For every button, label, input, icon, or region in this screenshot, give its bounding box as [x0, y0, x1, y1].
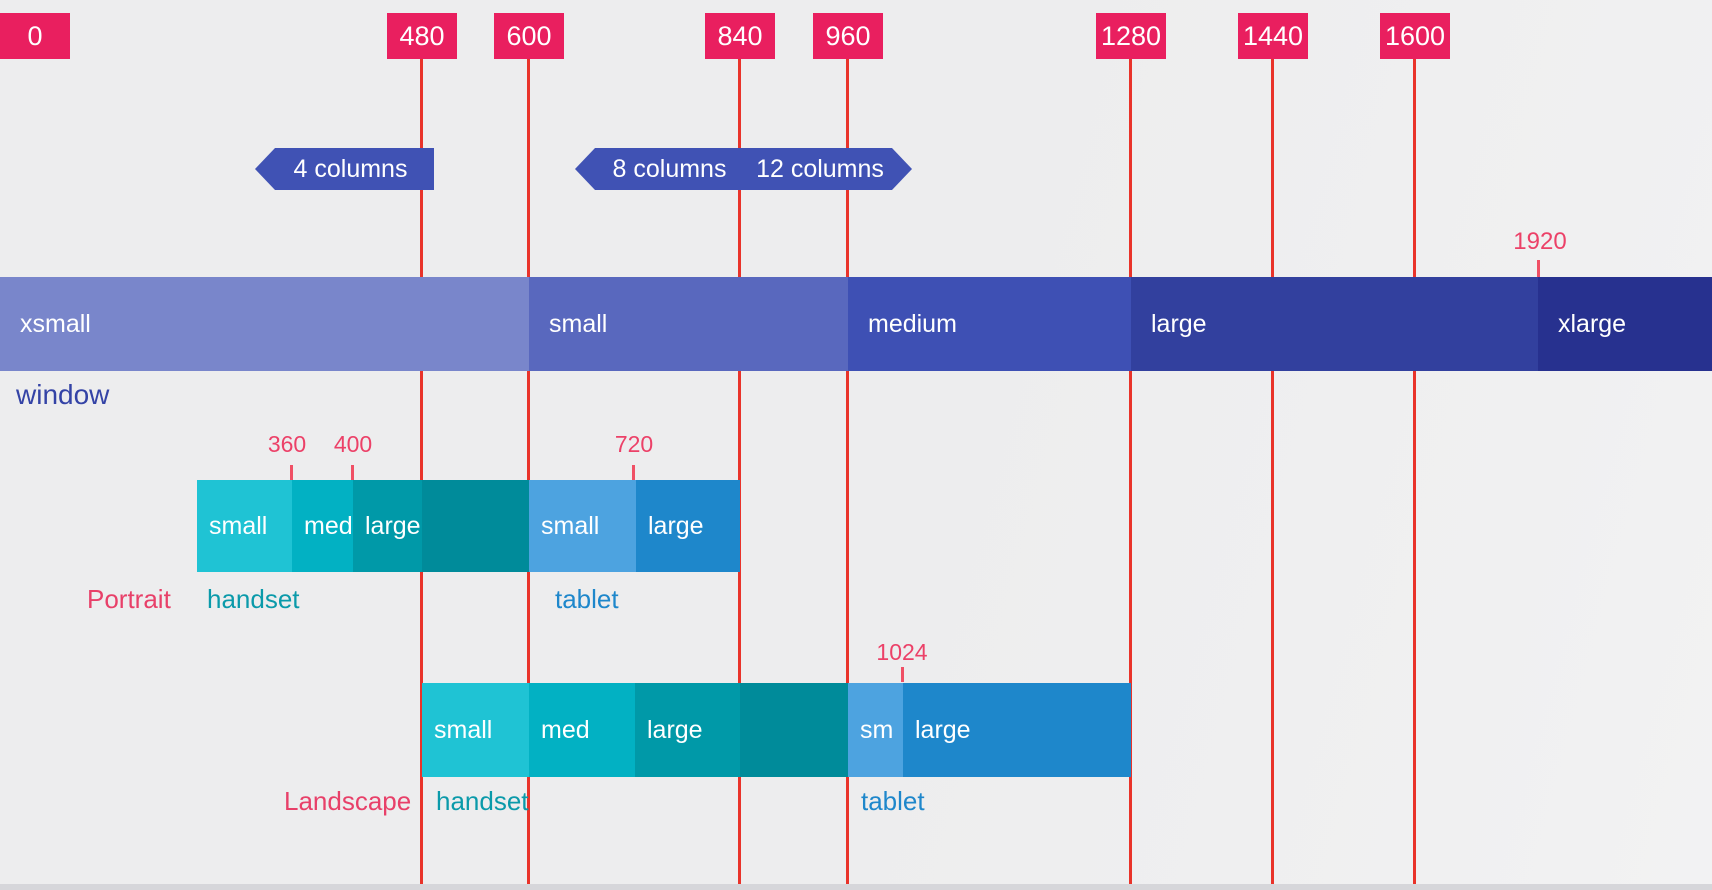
landscape-row-caption: Landscape: [284, 786, 412, 816]
breakpoint-flag-480: 480: [387, 13, 457, 59]
tick-360: [290, 465, 293, 480]
window-caption: window: [16, 379, 110, 410]
breakpoint-line-840: [738, 59, 741, 886]
breakpoint-flag-1280: 1280: [1096, 13, 1166, 59]
portrait-handset-caption: handset: [207, 584, 300, 614]
tick-1920: [1537, 260, 1540, 277]
chip-12-columns: 12 columns: [740, 148, 912, 190]
window-segment-xlarge: xlarge: [1538, 277, 1712, 371]
portrait-handset-extra: [422, 480, 529, 572]
landscape-handset-extra: [740, 683, 848, 777]
breakpoint-flag-1440: 1440: [1238, 13, 1308, 59]
chip-4-columns: 4 columns: [255, 148, 434, 190]
bottom-edge-strip: [0, 884, 1712, 890]
landscape-handset-small: small: [422, 683, 529, 777]
tick-720: [632, 465, 635, 480]
window-segment-large: large: [1131, 277, 1538, 371]
landscape-handset-large: large: [635, 683, 740, 777]
tick-400: [351, 465, 354, 480]
portrait-tablet-caption: tablet: [555, 584, 619, 614]
tick-label-360: 360: [267, 431, 307, 457]
chip-8-columns: 8 columns: [575, 148, 752, 190]
portrait-handset-large: large: [353, 480, 422, 572]
breakpoint-line-1440: [1271, 59, 1274, 886]
landscape-handset-med: med: [529, 683, 635, 777]
portrait-handset-med: med: [292, 480, 353, 572]
landscape-tablet-sm: sm: [848, 683, 903, 777]
portrait-tablet-large: large: [636, 480, 740, 572]
portrait-tablet-small: small: [529, 480, 636, 572]
tick-label-1920: 1920: [1513, 228, 1567, 255]
tick-label-720: 720: [614, 431, 654, 457]
window-segment-xsmall: xsmall: [0, 277, 529, 371]
breakpoint-flag-840: 840: [705, 13, 775, 59]
window-segment-medium: medium: [848, 277, 1131, 371]
breakpoint-line-960: [846, 59, 849, 886]
landscape-tablet-large: large: [903, 683, 1131, 777]
breakpoint-flag-960: 960: [813, 13, 883, 59]
window-segment-small: small: [529, 277, 848, 371]
breakpoint-line-480: [420, 59, 423, 886]
tick-label-1024: 1024: [876, 639, 928, 665]
landscape-handset-caption: handset: [436, 786, 529, 816]
breakpoint-flag-0: 0: [0, 13, 70, 59]
breakpoint-flag-600: 600: [494, 13, 564, 59]
breakpoint-line-1600: [1413, 59, 1416, 886]
landscape-tablet-caption: tablet: [861, 786, 925, 816]
tick-1024: [901, 667, 904, 682]
breakpoint-flag-1600: 1600: [1380, 13, 1450, 59]
portrait-row-caption: Portrait: [87, 584, 171, 614]
tick-label-400: 400: [333, 431, 373, 457]
breakpoint-line-1280: [1129, 59, 1132, 886]
breakpoint-line-600: [527, 59, 530, 886]
portrait-handset-small: small: [197, 480, 292, 572]
